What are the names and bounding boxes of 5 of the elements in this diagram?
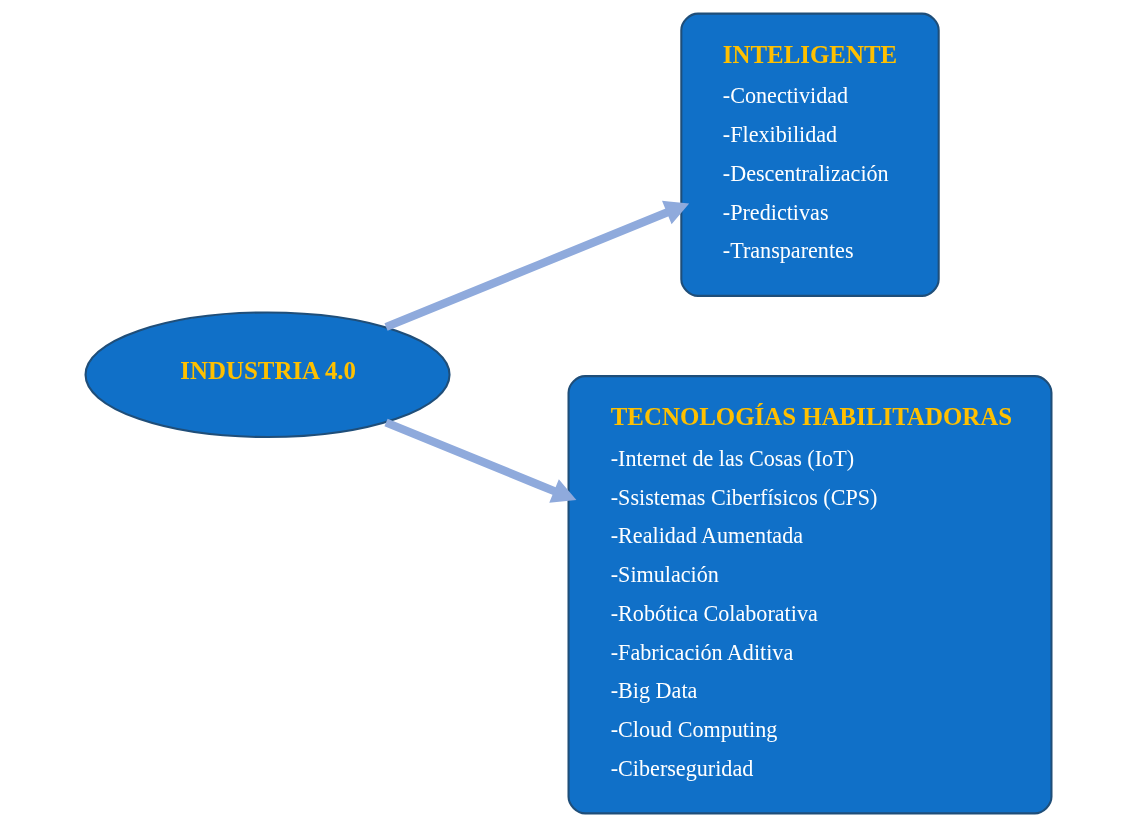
node-ellipse: INDUSTRIA 4.0 <box>84 311 451 439</box>
arrow <box>384 200 690 331</box>
arrow <box>384 418 577 503</box>
node-box: TECNOLOGÍAS HABILITADORAS -Internet de las Cosas (IoT) -Ssistemas Ciberfísicos (CPS) -Realidad Aumentada -Simulación -Robótica Colaborativa -Fabricación Aditiva -Big Data -Cloud Computing -Ciberseguridad <box>567 375 1053 815</box>
node-box: INTELIGENTE -Conectividad -Flexibilidad -Descentralización -Predictivas -Transparentes <box>680 12 940 297</box>
